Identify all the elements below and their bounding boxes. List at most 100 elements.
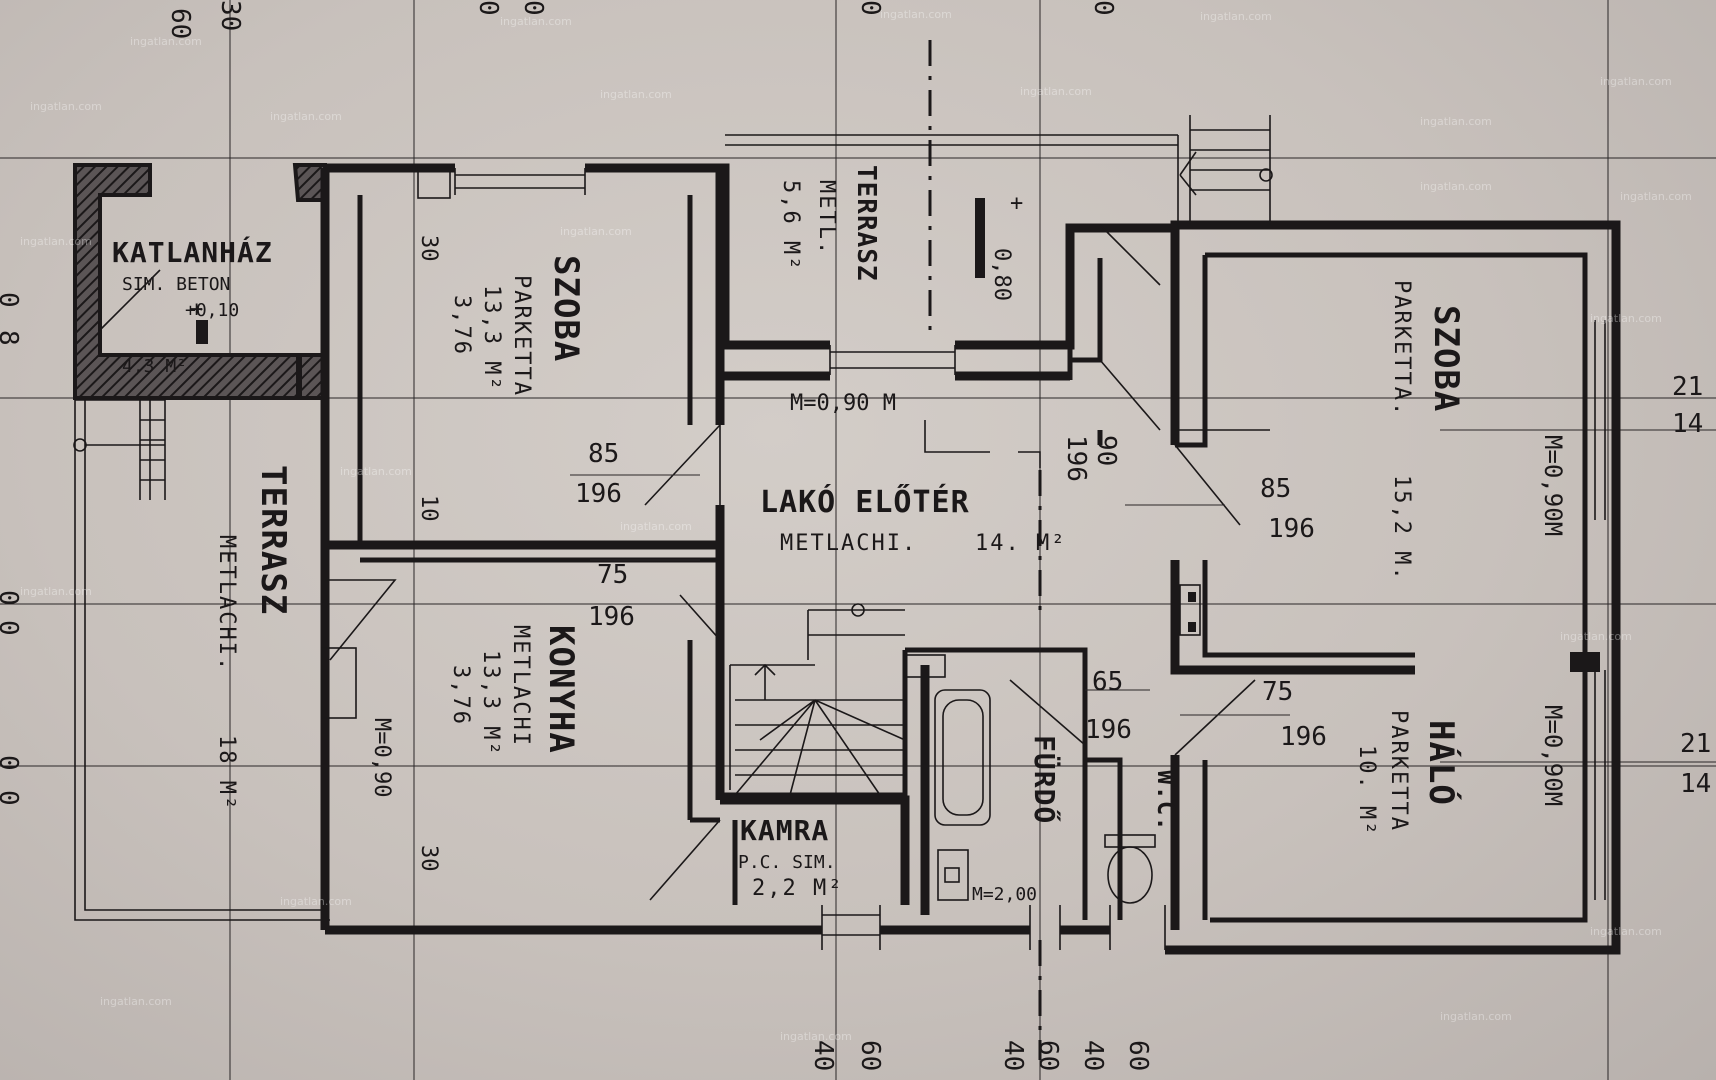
svg-text:14: 14: [1672, 409, 1703, 439]
svg-text:10: 10: [416, 495, 441, 522]
door-dim-3: 85 196: [1260, 474, 1315, 544]
edge-numbers-bottom: 40 60 40 60 40 60: [808, 1040, 1153, 1071]
room-szoba-left: SZOBA PARKETTA 13,3 M² 3,76: [449, 255, 586, 397]
svg-text:ingatlan.com: ingatlan.com: [20, 235, 92, 248]
svg-text:21: 21: [1672, 372, 1703, 402]
room-kamra: KAMRA P.C. SIM. 2,2 M²: [738, 814, 843, 901]
door-dim-2: 75 196: [588, 560, 635, 632]
svg-text:196: 196: [1268, 514, 1315, 544]
svg-text:ingatlan.com: ingatlan.com: [20, 585, 92, 598]
svg-text:ingatlan.com: ingatlan.com: [130, 35, 202, 48]
svg-text:85: 85: [588, 439, 619, 469]
room-material: P.C. SIM.: [738, 852, 836, 873]
room-material: METLACHI.: [780, 531, 917, 556]
room-wc: W.C.: [1152, 770, 1180, 832]
svg-text:ingatlan.com: ingatlan.com: [270, 110, 342, 123]
svg-text:196: 196: [588, 602, 635, 632]
svg-text:196: 196: [575, 479, 622, 509]
edge-numbers-top: 60 30 0 0 0 0: [165, 0, 1118, 39]
svg-text:30: 30: [215, 0, 245, 31]
room-name: W.C.: [1152, 770, 1180, 832]
svg-text:M=0,90: M=0,90: [369, 718, 394, 797]
svg-text:196: 196: [1061, 435, 1091, 482]
room-name: FÜRDŐ: [1028, 735, 1062, 824]
door-dim-6: 90 196: [1061, 435, 1121, 482]
svg-text:ingatlan.com: ingatlan.com: [1620, 190, 1692, 203]
svg-text:0,80: 0,80: [989, 248, 1014, 301]
svg-text:M=0,90M: M=0,90M: [1539, 705, 1567, 806]
svg-text:60: 60: [1123, 1040, 1153, 1071]
watermarks: ingatlan.com ingatlan.com ingatlan.com i…: [20, 8, 1692, 1043]
svg-text:0: 0: [473, 0, 503, 16]
room-area: 10. M²: [1354, 745, 1379, 836]
svg-text:0: 0: [0, 790, 23, 806]
room-area: 2,2 M²: [752, 876, 843, 901]
room-name: LAKÓ ELŐTÉR: [760, 483, 970, 520]
svg-text:0: 0: [0, 755, 23, 771]
door-dim-4: 65 196: [1085, 667, 1132, 745]
misc-labels: 30 10 30 0,80 + +: [190, 191, 1023, 872]
room-area: 13,3 M²: [479, 285, 504, 392]
edge-numbers-right: 21 14 21 14: [1672, 372, 1711, 799]
room-name: KATLANHÁZ: [112, 235, 273, 269]
svg-text:14: 14: [1680, 769, 1711, 799]
svg-text:ingatlan.com: ingatlan.com: [1600, 75, 1672, 88]
svg-text:ingatlan.com: ingatlan.com: [1440, 1010, 1512, 1023]
room-terrasz-left: TERRASZ METLACHI. 18 M²: [214, 465, 293, 811]
room-area: 4,3 M²: [122, 356, 187, 377]
svg-text:ingatlan.com: ingatlan.com: [780, 1030, 852, 1043]
room-area: 13,3 M²: [478, 650, 503, 757]
svg-text:ingatlan.com: ingatlan.com: [1420, 115, 1492, 128]
room-szoba-right: SZOBA PARKETTA. 15,2 M.: [1389, 280, 1466, 582]
room-name: KONYHA: [541, 625, 581, 754]
svg-text:M=0,90M: M=0,90M: [1539, 435, 1567, 536]
svg-text:75: 75: [597, 560, 628, 590]
svg-text:ingatlan.com: ingatlan.com: [340, 465, 412, 478]
room-terrasz-top-info: METL. 5,6 M²: [778, 180, 839, 271]
room-name: SZOBA: [1426, 305, 1466, 412]
window-label-m090d: M=0,90M: [1539, 705, 1567, 806]
svg-text:85: 85: [1260, 474, 1291, 504]
svg-text:60: 60: [855, 1040, 885, 1071]
edge-numbers-left: 0 8 0 0 0 0: [0, 292, 23, 806]
room-furdo: FÜRDŐ: [1028, 735, 1062, 824]
axis-lines: [924, 40, 1042, 1060]
svg-text:M=0,90 M: M=0,90 M: [790, 391, 896, 416]
svg-text:21: 21: [1680, 729, 1711, 759]
svg-text:30: 30: [416, 845, 441, 872]
building-walls: [320, 115, 1621, 955]
svg-text:ingatlan.com: ingatlan.com: [880, 8, 952, 21]
svg-text:40: 40: [808, 1040, 838, 1071]
svg-text:8: 8: [0, 330, 23, 346]
room-level: +0,10: [185, 300, 239, 321]
svg-text:65: 65: [1092, 667, 1123, 697]
svg-text:30: 30: [416, 235, 441, 262]
room-name: HÁLÓ: [1421, 720, 1462, 806]
svg-text:40: 40: [998, 1040, 1028, 1071]
svg-text:ingatlan.com: ingatlan.com: [1200, 10, 1272, 23]
door-dim-5: 75 196: [1262, 677, 1327, 752]
svg-text:ingatlan.com: ingatlan.com: [1590, 312, 1662, 325]
svg-text:+: +: [190, 297, 203, 322]
room-material: PARKETTA: [1386, 710, 1411, 832]
svg-text:40: 40: [1078, 1040, 1108, 1071]
room-height: 3,76: [449, 295, 474, 356]
room-name: SZOBA: [546, 255, 586, 362]
room-material: PARKETTA: [509, 275, 534, 397]
svg-text:60: 60: [1033, 1040, 1063, 1071]
svg-text:196: 196: [1085, 715, 1132, 745]
svg-text:ingatlan.com: ingatlan.com: [560, 225, 632, 238]
katlanhaz-walls: [73, 163, 327, 400]
window-label-m090a: M=0,90 M: [790, 391, 896, 416]
room-material: METL.: [814, 180, 839, 256]
room-halo: HÁLÓ PARKETTA 10. M²: [1354, 710, 1462, 836]
svg-text:0: 0: [0, 620, 23, 636]
room-area: 18 M²: [214, 735, 239, 811]
svg-text:ingatlan.com: ingatlan.com: [1590, 925, 1662, 938]
svg-text:ingatlan.com: ingatlan.com: [620, 520, 692, 533]
room-area: 5,6 M²: [778, 180, 803, 271]
svg-text:ingatlan.com: ingatlan.com: [30, 100, 102, 113]
room-material: METLACHI: [508, 625, 533, 747]
